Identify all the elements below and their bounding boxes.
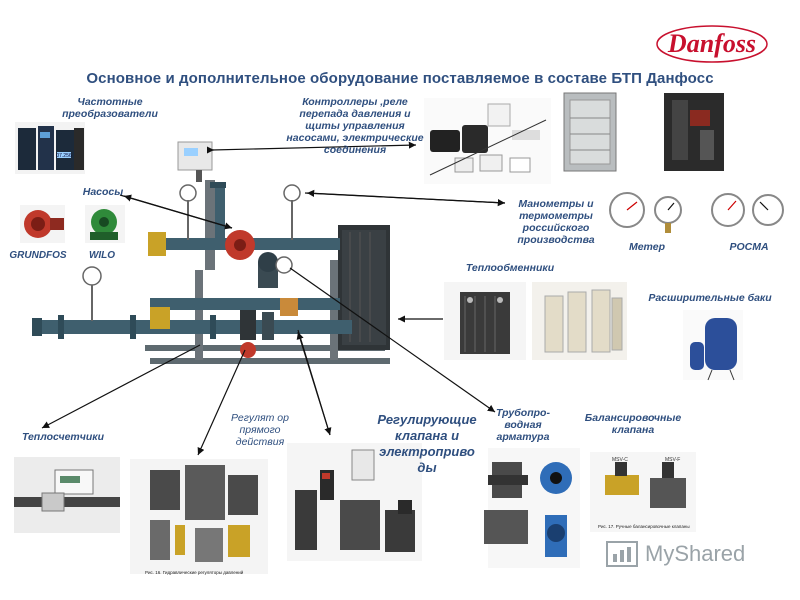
arrow-pipeline-fittings — [289, 267, 496, 413]
balancing-valves-photo: MSV-C MSV-F Рис. 17. Ручные балансировоч… — [590, 452, 696, 532]
label-expansion-tanks: Расширительные баки — [648, 292, 772, 304]
page-title: Основное и дополнительное оборудование п… — [86, 70, 714, 87]
heat-exchanger-photo-2 — [532, 282, 627, 360]
controllers-photo — [424, 98, 551, 184]
label-meter: Метер — [628, 241, 666, 253]
arrow-controllers — [211, 141, 417, 151]
balancing-figure-caption: Рис. 17. Ручные балансировочные клапаны — [598, 524, 690, 529]
arrow-heat-meters — [41, 344, 201, 429]
pointer-arrows — [41, 141, 506, 456]
heating-substation-unit — [32, 141, 390, 364]
expansion-tanks-photo — [683, 310, 743, 381]
rosma-gauges-photo — [711, 193, 784, 227]
wilo-pump-photo — [85, 205, 125, 243]
label-rosma: РОСМА — [729, 241, 769, 253]
label-heat-meters: Теплосчетчики — [21, 431, 105, 443]
label-heat-exchangers: Теплообменники — [465, 262, 555, 274]
pump-panel-photo — [664, 93, 724, 171]
msv-c-label: MSV-C — [612, 457, 628, 463]
label-frequency-converters: Частотные преобразователи — [62, 96, 158, 120]
label-pipeline-fittings: Трубопро-водная арматура — [496, 407, 550, 443]
watermark-text: MyShared — [645, 541, 746, 566]
grundfos-pump-photo — [20, 205, 65, 243]
label-control-valves: Регулирующие клапана и электроприво ды — [377, 412, 477, 475]
watermark-chart-icon — [606, 541, 638, 567]
label-wilo: WILO — [88, 250, 116, 261]
regulators-figure-caption: Рис. 16. Гидравлические регуляторы давле… — [145, 569, 244, 575]
meter-gauges-photo — [609, 192, 682, 233]
danfoss-logo-text: Danfoss — [667, 29, 756, 58]
danfoss-logo: Danfoss — [655, 22, 770, 64]
msv-f-label: MSV-F — [665, 457, 680, 463]
arrow-regulators — [197, 349, 246, 456]
heat-exchanger-photo-1 — [444, 282, 526, 360]
pipeline-fittings-photo — [484, 448, 580, 568]
control-valves-photo — [287, 443, 422, 561]
heat-meter-photo — [14, 457, 120, 533]
label-controllers: Контроллеры ,реле перепада давления и щи… — [286, 96, 424, 156]
gauge-display-text: 07.256 — [56, 153, 72, 159]
control-cabinet-photo — [563, 92, 617, 172]
label-grundfos: GRUNDFOS — [9, 250, 67, 261]
label-gauges: Манометры и термометры российского произ… — [517, 198, 595, 246]
frequency-converters-photo: 07.256 — [15, 122, 85, 174]
label-balancing-valves: Балансировочные клапана — [584, 412, 682, 436]
myshared-watermark: MyShared — [605, 538, 770, 570]
label-regulators: Регулят ор прямого действия — [231, 412, 289, 448]
direct-regulators-photo: Рис. 16. Гидравлические регуляторы давле… — [130, 459, 268, 575]
label-pumps: Насосы — [82, 186, 124, 198]
